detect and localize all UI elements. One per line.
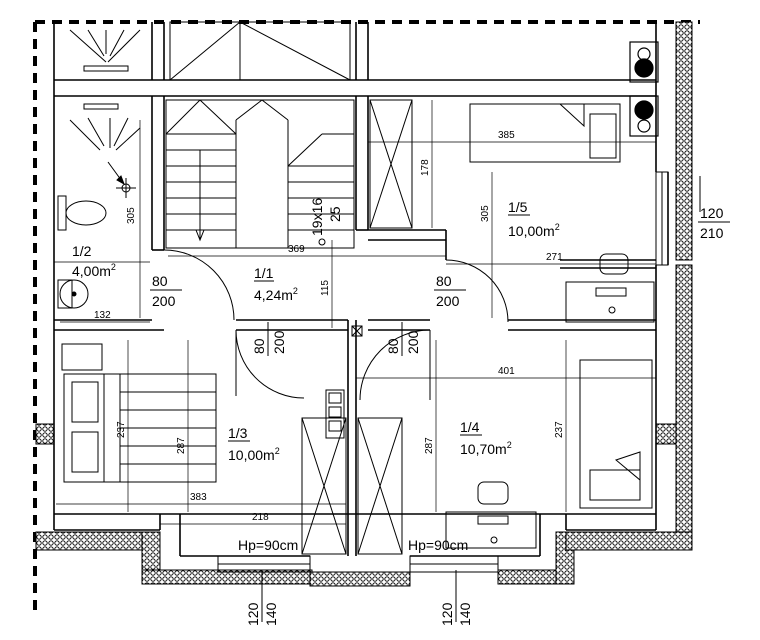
- door-label-left: 80 200: [150, 273, 182, 309]
- svg-text:1/3: 1/3: [228, 425, 248, 441]
- svg-text:10,00m2: 10,00m2: [228, 446, 280, 463]
- svg-text:10,00m2: 10,00m2: [508, 222, 560, 239]
- dim-287-room3: 287: [176, 437, 187, 454]
- dim-401: 401: [498, 366, 515, 377]
- svg-text:1/4: 1/4: [460, 419, 480, 435]
- stair-labels: 19x16 25: [309, 198, 343, 246]
- dim-385: 385: [498, 130, 515, 141]
- dim-305-room5: 305: [480, 205, 491, 222]
- door-label-right: 80 200: [434, 273, 466, 309]
- room-1-1-label: 1/1 4,24m2: [254, 265, 298, 303]
- dim-115: 115: [320, 280, 331, 296]
- dim-305-bath: 305: [126, 207, 137, 224]
- svg-text:4,24m2: 4,24m2: [254, 286, 298, 303]
- window-label-room4: Hp=90cm 120 140: [408, 537, 473, 626]
- svg-text:120: 120: [700, 205, 724, 221]
- room-1-4-label: 1/4 10,70m2: [460, 419, 512, 457]
- svg-text:120: 120: [439, 602, 455, 626]
- svg-text:80: 80: [385, 338, 401, 354]
- stair-tread-label: 25: [327, 206, 343, 222]
- door-label-room3: 80 200: [251, 322, 287, 356]
- svg-text:80: 80: [436, 273, 452, 289]
- svg-text:140: 140: [263, 602, 279, 626]
- doors: [163, 249, 509, 401]
- dim-287-room4: 287: [424, 437, 435, 454]
- svg-text:80: 80: [152, 273, 168, 289]
- svg-text:Hp=90cm: Hp=90cm: [408, 537, 468, 553]
- window-labels: 120 210 Hp=90cm 120 140 Hp=90cm 120 140: [238, 205, 730, 626]
- room-labels: 1/1 4,24m2 1/2 4,00m2 1/3 10,00m2 1/4 10…: [72, 199, 560, 463]
- svg-text:200: 200: [405, 330, 421, 354]
- svg-text:140: 140: [457, 602, 473, 626]
- furniture: [61, 103, 655, 549]
- stair-steps-label: 19x16: [309, 198, 325, 236]
- staircase: [165, 99, 355, 249]
- window-label-room5: 120 210: [698, 205, 730, 241]
- door-label-room4: 80 200: [385, 322, 421, 356]
- storage-boxes: [301, 99, 413, 555]
- dimension-labels: 385 178 305 305 369 115 271 132 401 237 …: [94, 130, 565, 523]
- dim-383: 383: [190, 492, 207, 503]
- insulated-walls: [35, 21, 693, 587]
- svg-text:1/5: 1/5: [508, 199, 528, 215]
- walls: [53, 22, 669, 557]
- svg-text:200: 200: [436, 293, 460, 309]
- svg-text:1/2: 1/2: [72, 243, 92, 259]
- svg-text:80: 80: [251, 338, 267, 354]
- window-label-room3: Hp=90cm 120 140: [238, 537, 298, 626]
- dim-237-room3: 237: [116, 421, 127, 438]
- svg-text:120: 120: [245, 602, 261, 626]
- windows: [217, 171, 701, 622]
- vent-chimneys: [629, 41, 659, 137]
- svg-text:1/1: 1/1: [254, 265, 274, 281]
- upper-fixtures: [69, 21, 351, 81]
- dim-237-room4: 237: [554, 421, 565, 438]
- dimension-lines: [54, 100, 656, 525]
- svg-text:10,70m2: 10,70m2: [460, 440, 512, 457]
- door-labels: 80 200 80 200 80 200 80 200: [150, 273, 466, 356]
- dim-271: 271: [546, 252, 563, 263]
- svg-text:4,00m2: 4,00m2: [72, 262, 116, 279]
- dim-369: 369: [288, 244, 305, 255]
- svg-text:200: 200: [271, 330, 287, 354]
- room-1-5-label: 1/5 10,00m2: [508, 199, 560, 239]
- dim-132: 132: [94, 310, 111, 321]
- room-1-3-label: 1/3 10,00m2: [228, 425, 280, 463]
- svg-text:Hp=90cm: Hp=90cm: [238, 537, 298, 553]
- svg-text:210: 210: [700, 225, 724, 241]
- room-1-2-label: 1/2 4,00m2: [72, 243, 116, 279]
- svg-text:200: 200: [152, 293, 176, 309]
- dim-218: 218: [252, 512, 269, 523]
- bathroom-fixtures: [57, 103, 141, 309]
- dim-178: 178: [420, 159, 431, 176]
